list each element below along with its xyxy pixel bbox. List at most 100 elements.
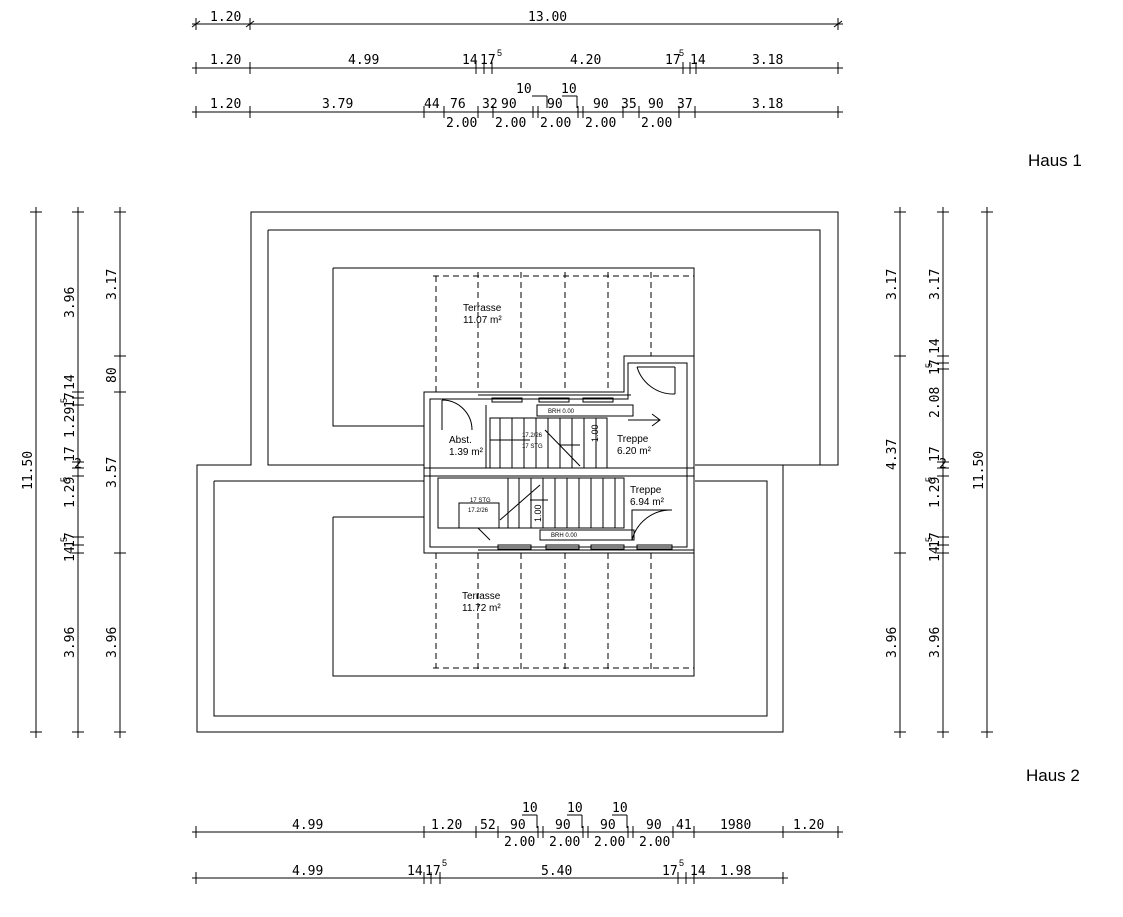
- top-row1-dim-0: 1.20: [210, 10, 241, 25]
- left-mid-dim-3: 5: [59, 398, 69, 403]
- left-mid-dim-9: 14: [63, 546, 78, 562]
- bottom-row1-under-1: 2.00: [549, 835, 580, 850]
- top-row3-dim-9: 90: [648, 97, 664, 112]
- top-row3-dim-1: 3.79: [322, 97, 353, 112]
- terrace-top-name: Terrasse: [463, 303, 502, 314]
- bottom-row1-dim-1: 1.20: [431, 818, 462, 833]
- top-row3-dim-4: 32: [482, 97, 498, 112]
- abst-area: 1.39 m²: [449, 447, 484, 458]
- right-mid-dim-5: 2: [939, 457, 947, 472]
- top-row2-dim-3: 17: [480, 53, 496, 68]
- terrace-top: Terrasse 11.07 m²: [332, 267, 695, 427]
- brh-bottom-label: BRH 0.00: [551, 533, 578, 539]
- bottom-row1-sup-0: 10: [522, 801, 538, 816]
- right-mid-dim-0: 3.17: [928, 269, 943, 300]
- top-row3-dim-11: 3.18: [752, 97, 783, 112]
- bottom-row2-dim-5: 17: [662, 864, 678, 879]
- top-row2-dim-5: 4.20: [570, 53, 601, 68]
- bottom-row2-dim-0: 4.99: [292, 864, 323, 879]
- treppe2-area: 6.94 m²: [630, 497, 665, 508]
- top-row3-under-3: 2.00: [585, 116, 616, 131]
- left-mid-dim-8: 1.29: [63, 477, 78, 508]
- top-row3-sup-0: 10: [516, 82, 532, 97]
- treppe2-name: Treppe: [630, 485, 662, 496]
- bottom-row1-sup-1: 10: [567, 801, 583, 816]
- building-outline: [196, 211, 839, 733]
- bottom-row1-dim-4: 90: [555, 818, 571, 833]
- right-mid-dim-9: 14: [928, 546, 943, 562]
- right-mid-dim-7: 5: [924, 477, 934, 482]
- terrace-bottom-area: 11.72 m²: [462, 603, 501, 614]
- stair-bottom-count: 17 STG: [470, 498, 491, 504]
- left-mid-dim-6: 17: [63, 446, 78, 462]
- left-mid-dim-5: 2: [74, 457, 82, 472]
- left-inner-dim-0: 3.17: [105, 269, 120, 300]
- haus1-label: Haus 1: [1028, 151, 1082, 170]
- top-row3-dim-7: 90: [593, 97, 609, 112]
- stair-top-count: 17 STG: [522, 444, 543, 450]
- top-row2-dim-4: 5: [497, 48, 502, 58]
- top-row3-dim-5: 90: [501, 97, 517, 112]
- right-mid-dim-11: 5: [924, 537, 934, 542]
- bottom-row1-dim-7: 41: [676, 818, 692, 833]
- bottom-row2-dim-3: 5: [442, 858, 447, 868]
- top-row2-dim-8: 14: [690, 53, 706, 68]
- left-mid-dim-7: 5: [59, 477, 69, 482]
- bottom-row2-dim-8: 1.98: [720, 864, 751, 879]
- top-row3-dim-3: 76: [450, 97, 466, 112]
- brh-top-label: BRH 0.00: [548, 409, 575, 415]
- left-inner-dim-1: 80: [105, 367, 120, 383]
- right-mid-dim-12: 3.96: [928, 627, 943, 658]
- top-row3-dim-2: 44: [424, 97, 440, 112]
- top-row2-dim-9: 3.18: [752, 53, 783, 68]
- bottom-row2-dim-7: 14: [690, 864, 706, 879]
- bottom-row1-dim-8: 1980: [720, 818, 751, 833]
- top-row2-dim-7: 5: [679, 48, 684, 58]
- top-row3-under-1: 2.00: [495, 116, 526, 131]
- right-inner-dim-2: 3.96: [885, 627, 900, 658]
- bottom-row1-dim-9: 1.20: [793, 818, 824, 833]
- top-row3-under-0: 2.00: [446, 116, 477, 131]
- bottom-row2-dim-6: 5: [679, 858, 684, 868]
- bottom-row1-dim-5: 90: [600, 818, 616, 833]
- right-mid-dim-2: 17: [928, 359, 943, 375]
- top-row3-under-4: 2.00: [641, 116, 672, 131]
- bottom-row2-dim-2: 17: [425, 864, 441, 879]
- right-mid-dim-4: 2.08: [928, 387, 943, 418]
- stair-top-rise: 17.2/26: [522, 433, 543, 439]
- right-mid-dim-10: 17: [928, 532, 943, 548]
- terrace-top-area: 11.07 m²: [463, 315, 502, 326]
- right-outer-dim-0: 11.50: [972, 451, 987, 490]
- terrace-bottom: Terrasse 11.72 m²: [332, 516, 695, 677]
- right-mid-dim-8: 1.29: [928, 477, 943, 508]
- top-row1-dim-1: 13.00: [528, 10, 567, 25]
- right-mid-dim-1: 14: [928, 338, 943, 354]
- right-dimension-chains: 3.17 4.37 3.96 3.17 14 17 5 2.08 2 17 5 …: [885, 207, 993, 738]
- left-mid-dim-0: 3.96: [63, 287, 78, 318]
- left-inner-dim-2: 3.57: [105, 457, 120, 488]
- left-mid-dim-10: 17: [63, 532, 78, 548]
- abst-name: Abst.: [449, 435, 472, 446]
- bottom-dimension-chains: 4.99 1.20 52 90 90 90 90 41 1980 1.20 10…: [192, 801, 843, 884]
- top-row3-dim-0: 1.20: [210, 97, 241, 112]
- right-inner-dim-0: 3.17: [885, 269, 900, 300]
- left-mid-dim-4: 1.29: [63, 407, 78, 438]
- bottom-row1-dim-2: 52: [480, 818, 496, 833]
- top-row2-dim-1: 4.99: [348, 53, 379, 68]
- bottom-row2-dim-4: 5.40: [541, 864, 572, 879]
- terrace-bottom-name: Terrasse: [462, 591, 501, 602]
- bottom-row1-under-2: 2.00: [594, 835, 625, 850]
- right-mid-dim-3: 5: [924, 363, 934, 368]
- bottom-row1-dim-3: 90: [510, 818, 526, 833]
- right-mid-dim-6: 17: [928, 446, 943, 462]
- right-inner-dim-1: 4.37: [885, 439, 900, 470]
- bottom-row1-dim-6: 90: [646, 818, 662, 833]
- left-mid-dim-2: 17: [63, 392, 78, 408]
- left-mid-dim-12: 3.96: [63, 627, 78, 658]
- top-row2-dim-2: 14: [462, 53, 478, 68]
- stair-width-bottom: 1.00: [533, 504, 543, 522]
- top-row3-sup-1: 10: [561, 82, 577, 97]
- haus2-label: Haus 2: [1026, 766, 1080, 785]
- stair-bottom-rise: 17.2/26: [468, 508, 489, 514]
